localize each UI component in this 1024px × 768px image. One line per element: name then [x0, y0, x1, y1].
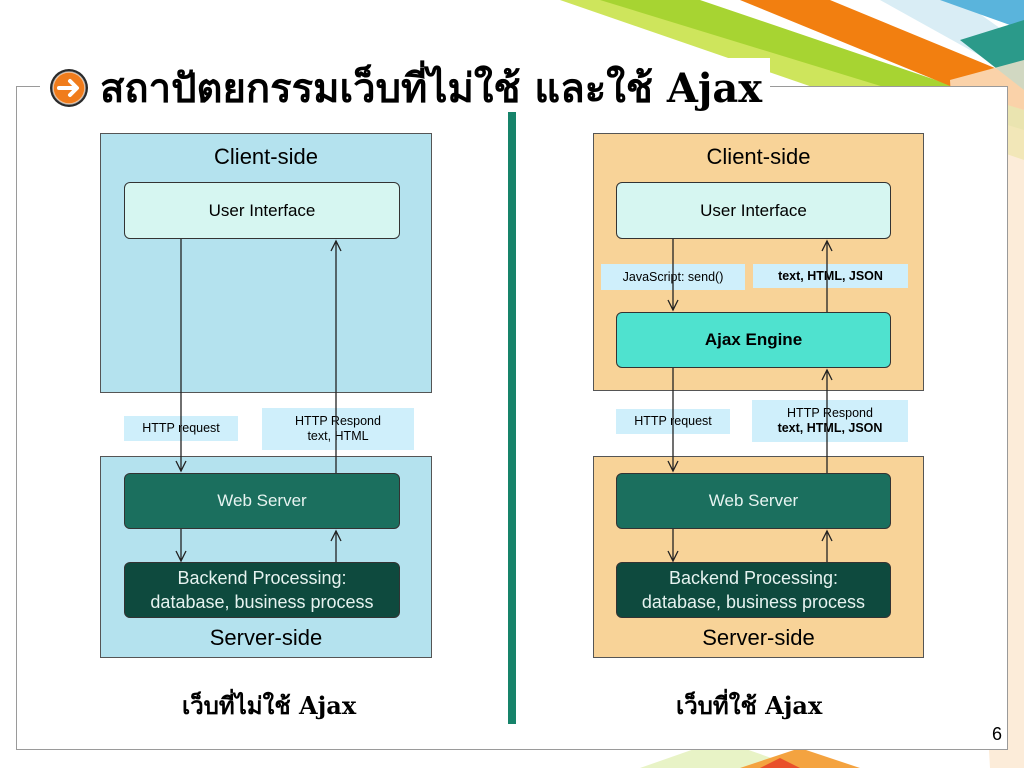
left-backend-processing-box: Backend Processing: database, business p… [124, 562, 400, 618]
right-web-server-label: Web Server [708, 491, 799, 510]
right-response-format-label: text, HTML, JSON [778, 268, 883, 283]
right-http-respond-line2: text, HTML, JSON [777, 421, 883, 435]
right-backend-line2: database, business process [641, 592, 866, 612]
center-divider [508, 112, 516, 724]
left-http-respond-tag: HTTP Respond text, HTML [262, 408, 414, 450]
left-web-server-box: Web Server [124, 473, 400, 529]
left-backend-line1: Backend Processing: [177, 568, 347, 588]
right-backend-processing-box: Backend Processing: database, business p… [616, 562, 891, 618]
left-request-arrowhead [175, 460, 187, 473]
right-web-server-box: Web Server [616, 473, 891, 529]
right-client-side-label: Client-side [706, 144, 811, 169]
right-user-interface-label: User Interface [700, 200, 807, 220]
left-respond-arrowhead [330, 239, 342, 252]
left-user-interface-label: User Interface [208, 200, 316, 220]
right-ajax-engine-label: Ajax Engine [704, 330, 803, 349]
right-http-respond-tag: HTTP Respond text, HTML, JSON [752, 400, 908, 442]
left-user-interface-box: User Interface [124, 182, 400, 239]
slide-title-bar: สถาปัตยกรรมเว็บที่ไม่ใช้ และใช้ Ajax [40, 58, 771, 118]
orange-arrow-circle-icon [50, 69, 88, 107]
page-title: สถาปัตยกรรมเว็บที่ไม่ใช้ และใช้ Ajax [100, 65, 763, 112]
left-web-server-label: Web Server [217, 491, 307, 510]
left-client-side-label: Client-side [214, 144, 318, 169]
left-caption: เว็บที่ไม่ใช้ Ajax [182, 691, 357, 720]
right-caption: เว็บที่ใช้ Ajax [676, 691, 823, 720]
right-response-format-tag: text, HTML, JSON [753, 264, 908, 288]
left-client-side-zone: Client-side [100, 133, 432, 393]
left-http-respond-line1: HTTP Respond [295, 414, 381, 428]
left-backend-line2: database, business process [150, 592, 374, 612]
right-http-respond-line1: HTTP Respond [787, 406, 873, 420]
left-server-side-label: Server-side [209, 625, 323, 650]
right-ajax-engine-box: Ajax Engine [616, 312, 891, 368]
left-http-respond-line2: text, HTML [307, 429, 369, 443]
page-number: 6 [991, 724, 1002, 744]
right-backend-line1: Backend Processing: [668, 568, 839, 588]
right-user-interface-box: User Interface [616, 182, 891, 239]
right-server-side-label: Server-side [702, 625, 815, 650]
